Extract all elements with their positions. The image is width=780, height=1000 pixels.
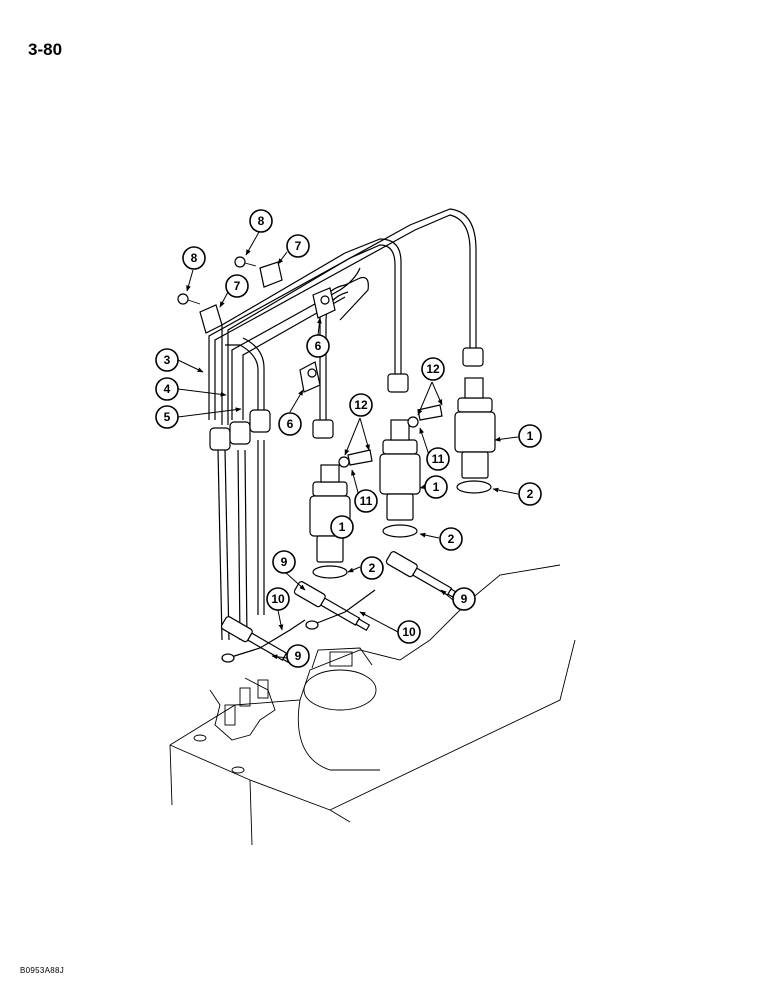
engine-block: [169, 564, 576, 846]
svg-text:2: 2: [527, 487, 534, 501]
svg-text:10: 10: [402, 625, 416, 639]
callout-2a: 2: [518, 482, 542, 506]
svg-text:1: 1: [433, 480, 440, 494]
callout-8b: 8: [182, 246, 206, 270]
figure-code: B0953A88J: [20, 966, 65, 975]
svg-text:8: 8: [191, 251, 198, 265]
svg-text:9: 9: [295, 649, 302, 663]
callout-6a: 6: [306, 334, 330, 358]
svg-text:12: 12: [354, 398, 368, 412]
callout-6b: 6: [278, 412, 302, 436]
svg-text:12: 12: [426, 362, 440, 376]
svg-text:10: 10: [271, 592, 285, 606]
leak-off-pipes: [221, 589, 376, 663]
svg-text:1: 1: [339, 520, 346, 534]
callout-4: 4: [155, 377, 179, 401]
svg-text:1: 1: [527, 429, 534, 443]
callout-1a: 1: [518, 424, 542, 448]
leader-lines: [177, 231, 519, 660]
callout-7a: 7: [286, 234, 310, 258]
callout-9c: 9: [286, 644, 310, 668]
svg-text:11: 11: [432, 452, 445, 466]
svg-text:6: 6: [287, 417, 294, 431]
callout-9a: 9: [452, 587, 476, 611]
callout-10b: 10: [397, 620, 421, 644]
svg-text:5: 5: [164, 410, 171, 424]
svg-text:7: 7: [234, 279, 241, 293]
callout-2b: 2: [439, 527, 463, 551]
callout-12b: 12: [349, 393, 373, 417]
leak-off-fittings: [338, 404, 443, 468]
callout-1b: 1: [424, 475, 448, 499]
svg-text:6: 6: [315, 339, 322, 353]
svg-text:2: 2: [369, 561, 376, 575]
callout-11b: 11: [354, 489, 378, 513]
page-number: 3-80: [28, 40, 63, 59]
svg-text:9: 9: [461, 592, 468, 606]
callout-10a: 10: [266, 587, 290, 611]
callout-8a: 8: [249, 209, 273, 233]
nozzles: [220, 551, 463, 667]
bolts: [177, 256, 257, 305]
pipe-nuts: [209, 347, 484, 451]
callout-9b: 9: [272, 550, 296, 574]
callout-11a: 11: [426, 447, 450, 471]
callout-12a: 12: [421, 357, 445, 381]
svg-text:11: 11: [360, 494, 373, 508]
callout-3: 3: [155, 348, 179, 372]
callout-5: 5: [155, 405, 179, 429]
callout-7b: 7: [225, 274, 249, 298]
svg-text:8: 8: [258, 214, 265, 228]
svg-text:4: 4: [164, 382, 171, 396]
svg-text:3: 3: [164, 353, 171, 367]
callout-2c: 2: [360, 556, 384, 580]
svg-text:2: 2: [448, 532, 455, 546]
clamps: [199, 261, 336, 393]
svg-text:7: 7: [295, 239, 302, 253]
callout-1c: 1: [330, 515, 354, 539]
svg-text:9: 9: [281, 555, 288, 569]
injector-holders: [309, 377, 496, 579]
